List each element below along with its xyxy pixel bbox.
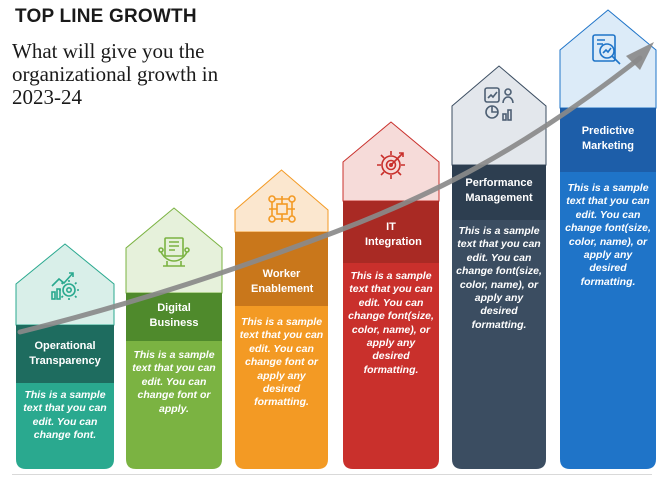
page-title: TOP LINE GROWTH — [15, 6, 197, 27]
step-predictive-marketing: Predictive Marketing This is a sample te… — [559, 9, 657, 469]
step-worker-enablement: Worker Enablement This is a sample text … — [234, 169, 329, 469]
step-title: Worker Enablement — [251, 268, 314, 295]
step-title: Operational Transparency — [29, 340, 101, 367]
step-description: This is a sample text that you can edit.… — [348, 270, 434, 376]
step-description: This is a sample text that you can edit.… — [132, 349, 216, 415]
bottom-divider — [12, 474, 652, 475]
network-people-icon — [268, 195, 296, 223]
step-it-integration: IT Integration This is a sample text tha… — [342, 121, 440, 469]
step-operational-transparency: Operational Transparency This is a sampl… — [15, 243, 115, 469]
step-title: IT Integration — [365, 221, 422, 248]
operations-chart-gear-icon — [51, 272, 79, 300]
step-title: Digital Business — [149, 302, 199, 329]
step-description: This is a sample text that you can edit.… — [565, 182, 651, 288]
step-description: This is a sample text that you can edit.… — [456, 225, 542, 331]
step-digital-business: Digital Business This is a sample text t… — [125, 207, 223, 469]
step-performance-management: Performance Management This is a sample … — [451, 65, 547, 469]
step-description: This is a sample text that you can edit.… — [23, 389, 107, 442]
page-subtitle: What will give you the organizational gr… — [12, 39, 219, 109]
step-title: Performance Management — [465, 177, 533, 204]
step-title: Predictive Marketing — [581, 125, 635, 152]
step-description: This is a sample text that you can edit.… — [239, 316, 324, 409]
magnifier-analytics-icon — [592, 34, 621, 65]
digital-business-icon — [158, 237, 190, 267]
performance-dashboard-icon — [484, 87, 514, 121]
gear-target-icon — [377, 151, 405, 179]
